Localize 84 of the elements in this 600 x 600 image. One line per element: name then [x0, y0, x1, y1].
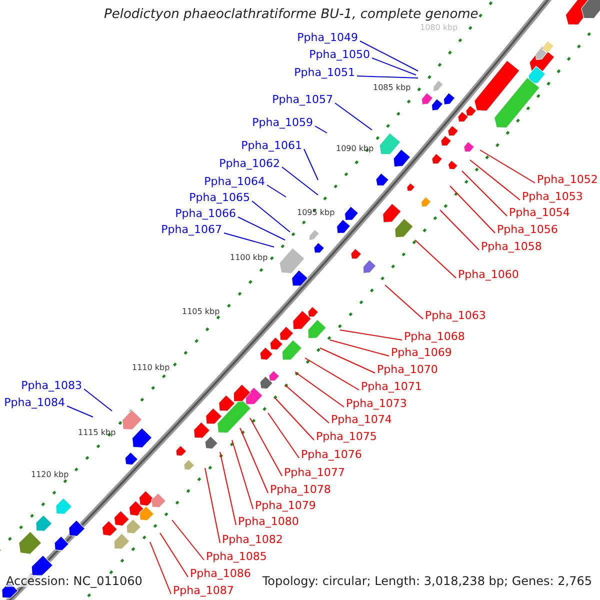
position-label: 1095 kbp: [297, 209, 335, 217]
leader-line: [204, 468, 220, 544]
gene-label: Ppha_1056: [497, 224, 558, 235]
position-label: 1080 kbp: [420, 24, 458, 32]
position-label: 1090 kbp: [336, 145, 374, 153]
position-label: 1085 kbp: [373, 84, 411, 92]
gene-label: Ppha_1065: [189, 192, 250, 203]
position-label: 1105 kbp: [182, 308, 220, 316]
leader-line: [84, 388, 112, 412]
gene-label: Ppha_1077: [284, 467, 345, 478]
leader-line: [304, 148, 318, 180]
leader-line: [294, 372, 344, 408]
gene-label: Ppha_1079: [255, 500, 316, 511]
gene-label: Ppha_1059: [252, 117, 313, 128]
leader-line: [470, 160, 520, 200]
leader-line: [252, 200, 290, 232]
leader-line: [66, 406, 94, 418]
gene-label: Ppha_1069: [391, 347, 452, 358]
gene-label: Ppha_1086: [190, 568, 251, 579]
gene-label: Ppha_1085: [206, 551, 267, 562]
leader-line: [172, 520, 204, 560]
gene-label: Ppha_1052: [537, 174, 598, 185]
gene-label: Ppha_1061: [241, 140, 302, 151]
leader-line: [384, 284, 424, 320]
position-label: 1115 kbp: [78, 429, 116, 437]
leader-line: [304, 358, 360, 390]
gene-label: Ppha_1084: [4, 397, 65, 408]
leader-line: [150, 542, 172, 594]
genome-summary-text: Topology: circular; Length: 3,018,238 bp; Genes: 2,765: [262, 575, 592, 587]
gene-label: Ppha_1054: [509, 207, 570, 218]
position-label: 1110 kbp: [132, 364, 170, 372]
leader-line: [330, 340, 390, 356]
leader-line: [340, 330, 402, 340]
gene-label: Ppha_1051: [294, 67, 355, 78]
leader-line: [160, 532, 188, 578]
gene-label: Ppha_1060: [458, 269, 519, 280]
leader-line: [334, 102, 372, 130]
gene-label: Ppha_1070: [377, 364, 438, 375]
gene-label: Ppha_1050: [309, 49, 370, 60]
leader-line: [320, 348, 376, 374]
gene-label: Ppha_1082: [222, 534, 283, 545]
leader-line: [480, 150, 536, 184]
gene-label: Ppha_1053: [522, 191, 583, 202]
leader-line: [224, 232, 274, 248]
leader-line: [220, 452, 236, 526]
gene-label: Ppha_1063: [425, 310, 486, 321]
leader-line: [414, 240, 456, 278]
gene-label: Ppha_1064: [204, 176, 265, 187]
leader-line: [282, 166, 318, 196]
gene-label: Ppha_1074: [331, 414, 392, 425]
leader-line: [266, 184, 286, 198]
leader-line: [356, 76, 418, 78]
gene-label: Ppha_1083: [21, 380, 82, 391]
leader-line: [238, 216, 286, 240]
leader-line: [462, 170, 508, 216]
title: Pelodictyon phaeoclathratiforme BU-1, complete genome: [104, 8, 478, 21]
position-label: 1100 kbp: [230, 254, 268, 262]
leader-line: [440, 210, 480, 250]
gene-label: Ppha_1073: [346, 398, 407, 409]
gene-label: Ppha_1062: [219, 158, 280, 169]
gene-label: Ppha_1068: [404, 331, 465, 342]
leader-line: [314, 126, 328, 134]
leader-line: [284, 384, 330, 424]
accession-text: Accession: NC_011060: [6, 575, 142, 587]
gene-label: Ppha_1071: [361, 381, 422, 392]
gene-label: Ppha_1080: [238, 516, 299, 527]
position-label: 1120 kbp: [31, 471, 69, 479]
gene-label: Ppha_1078: [270, 484, 331, 495]
gene-label: Ppha_1075: [316, 431, 377, 442]
gene-label: Ppha_1066: [175, 208, 236, 219]
leader-line: [372, 58, 416, 76]
gene-label: Ppha_1087: [173, 585, 234, 596]
gene-label: Ppha_1049: [297, 32, 358, 43]
gene-label: Ppha_1058: [481, 241, 542, 252]
gene-label: Ppha_1057: [272, 94, 333, 105]
leader-line: [232, 440, 254, 510]
gene-label: Ppha_1076: [301, 449, 362, 460]
leader-line: [360, 40, 418, 72]
leader-line: [274, 398, 314, 440]
gene-label: Ppha_1067: [161, 224, 222, 235]
leader-line: [250, 418, 282, 476]
leader-line: [240, 428, 268, 494]
leader-line: [268, 412, 300, 458]
leader-line: [450, 186, 496, 234]
